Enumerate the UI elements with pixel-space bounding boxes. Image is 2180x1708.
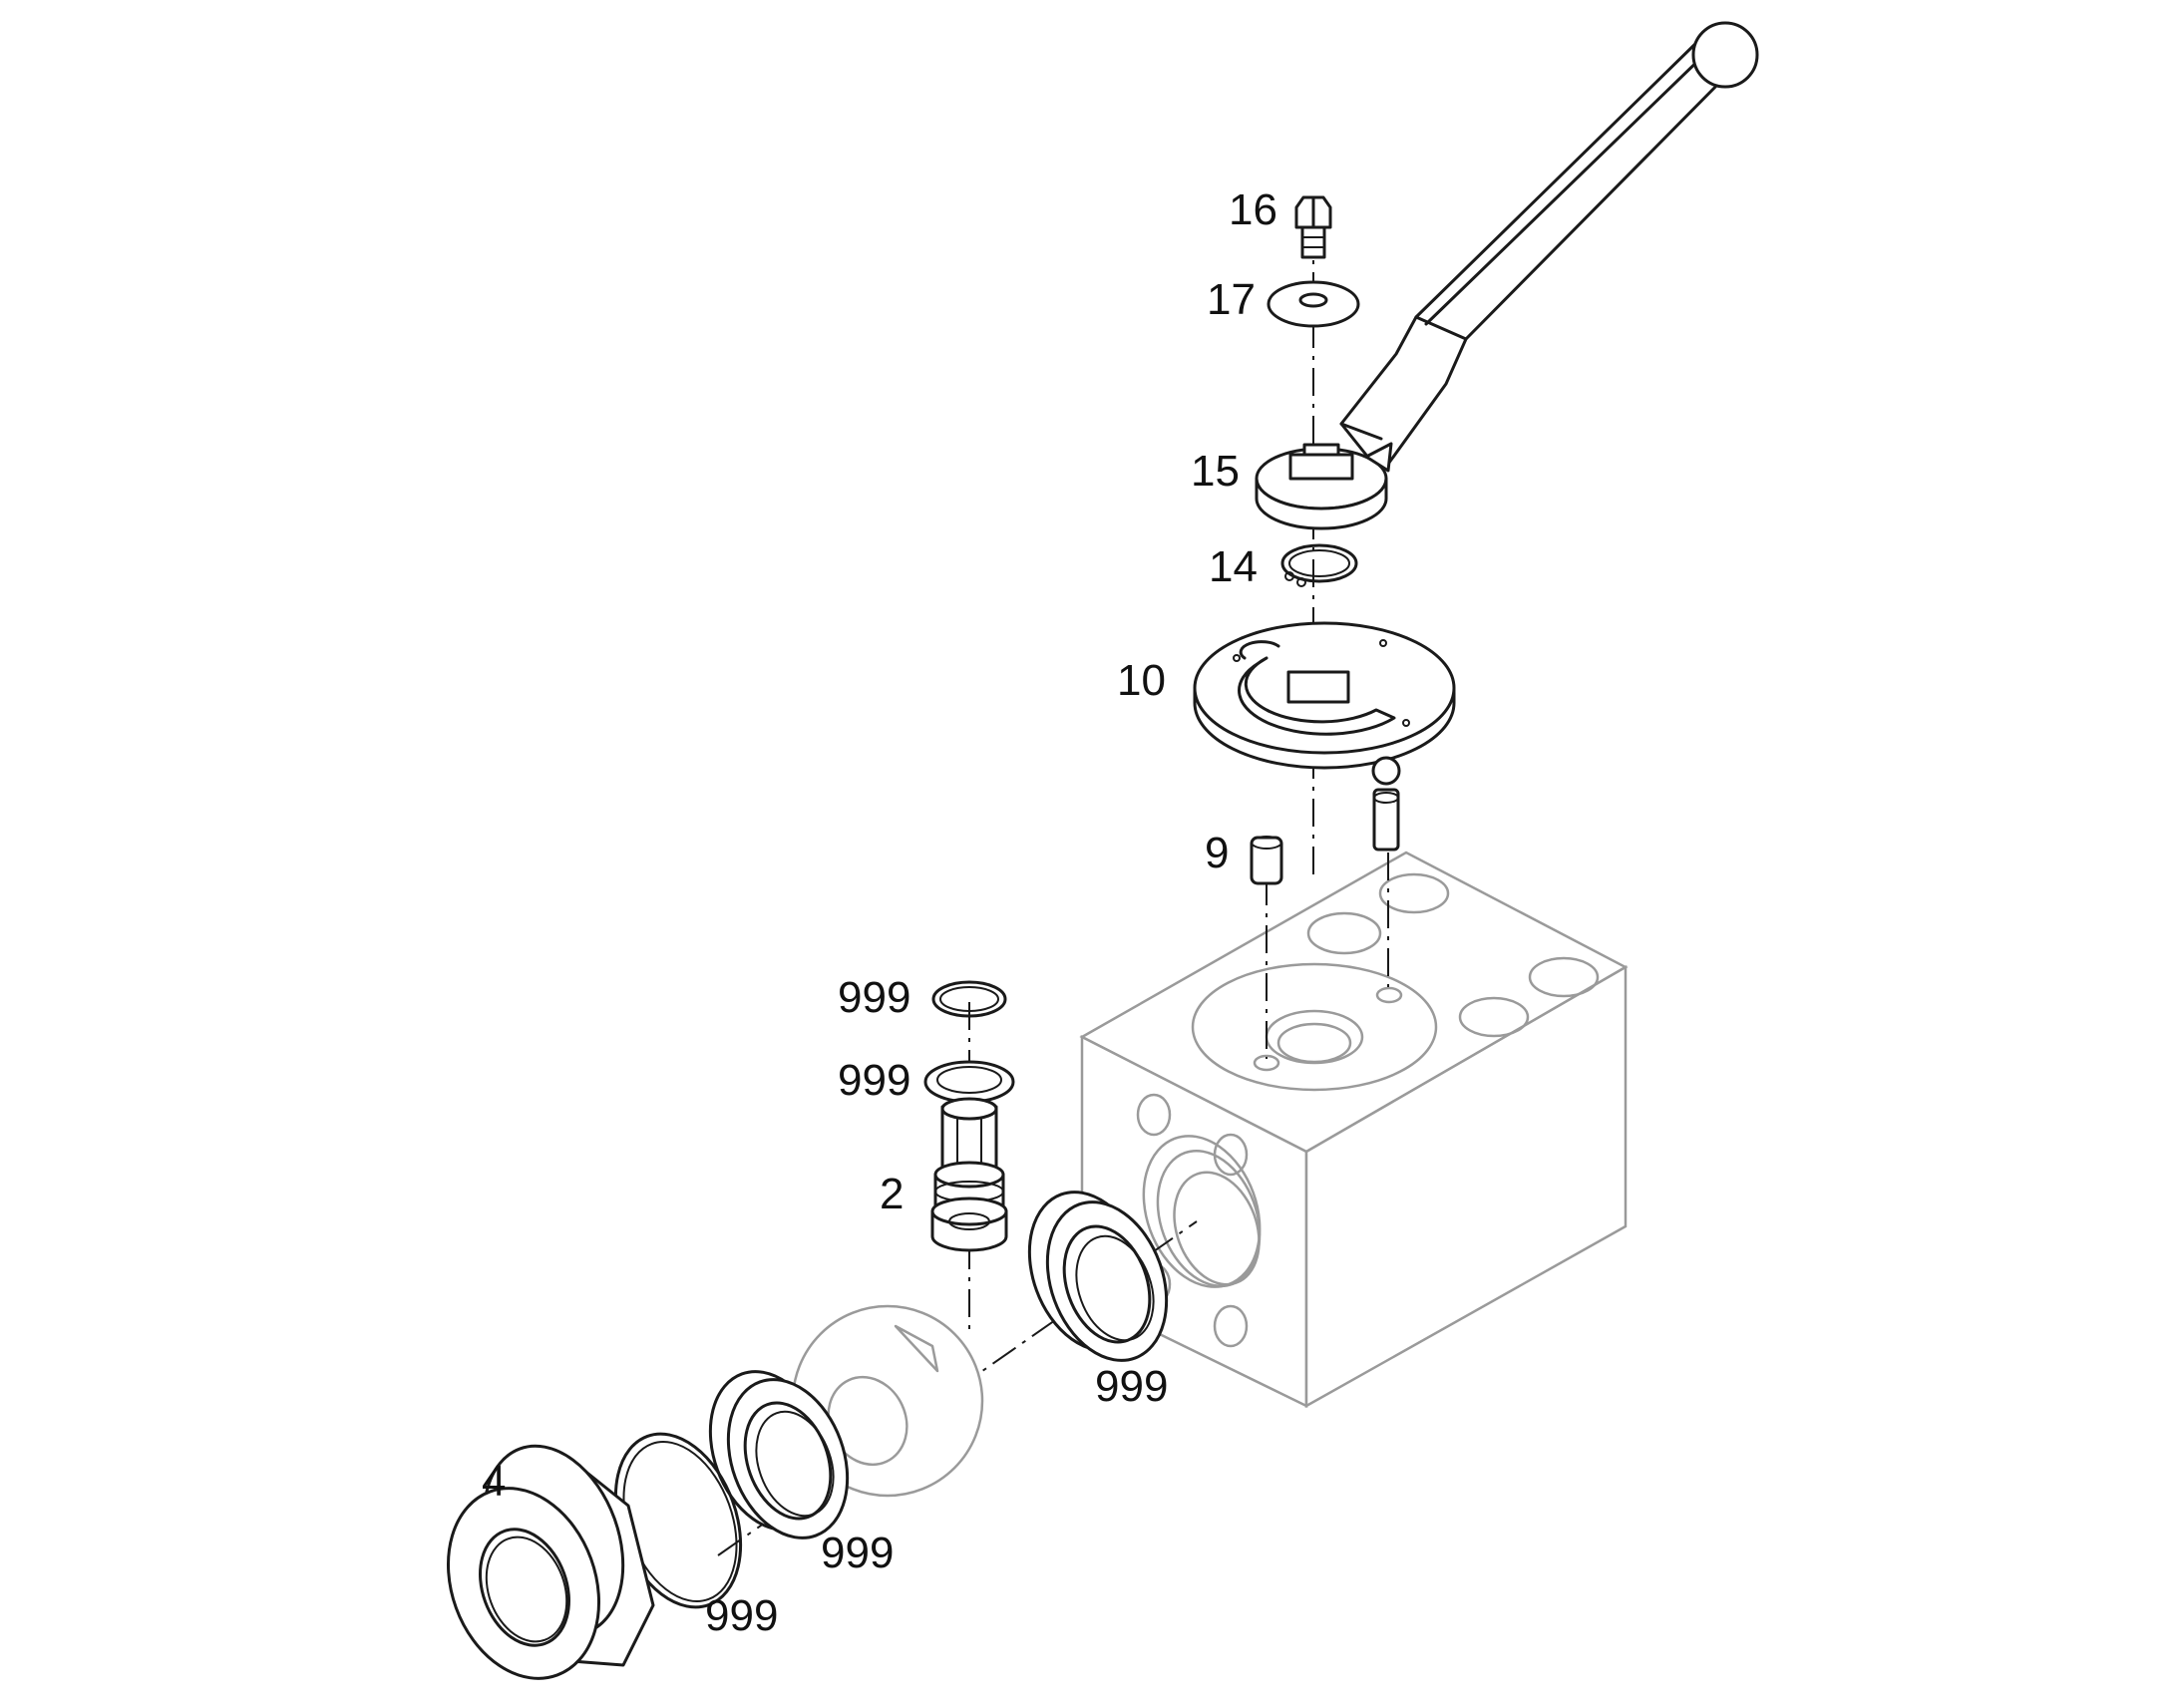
label-4: 4 [482,1457,506,1506]
label-999-seat-right: 999 [1095,1362,1168,1411]
end-cap [446,1444,655,1680]
o-ring-stem [931,980,1007,1018]
label-15: 15 [1191,447,1240,496]
label-16: 16 [1229,185,1277,234]
label-999-seal-top: 999 [838,1056,910,1105]
circlip [1280,543,1358,587]
label-10: 10 [1117,656,1166,705]
hex-bolt [1294,195,1332,259]
part-number-labels: 16 17 15 14 10 9 999 999 2 999 4 999 999 [482,185,1277,1640]
label-999-oring-top: 999 [838,973,910,1022]
stop-pin [1250,836,1283,885]
label-999-oring-left: 999 [705,1591,778,1640]
label-9: 9 [1205,829,1229,877]
stem-seal [923,1060,1015,1104]
washer [1267,280,1360,328]
label-999-seat-left: 999 [821,1529,894,1577]
seat-ring-left [708,1370,850,1539]
label-2: 2 [880,1170,904,1218]
detent-spring-ball [1371,756,1401,852]
label-14: 14 [1209,542,1258,591]
stop-plate [1193,621,1456,770]
valve-stem [930,1097,1008,1252]
seat-ring-right [1027,1191,1169,1362]
handle-lever [1255,21,1759,530]
label-17: 17 [1207,275,1256,324]
